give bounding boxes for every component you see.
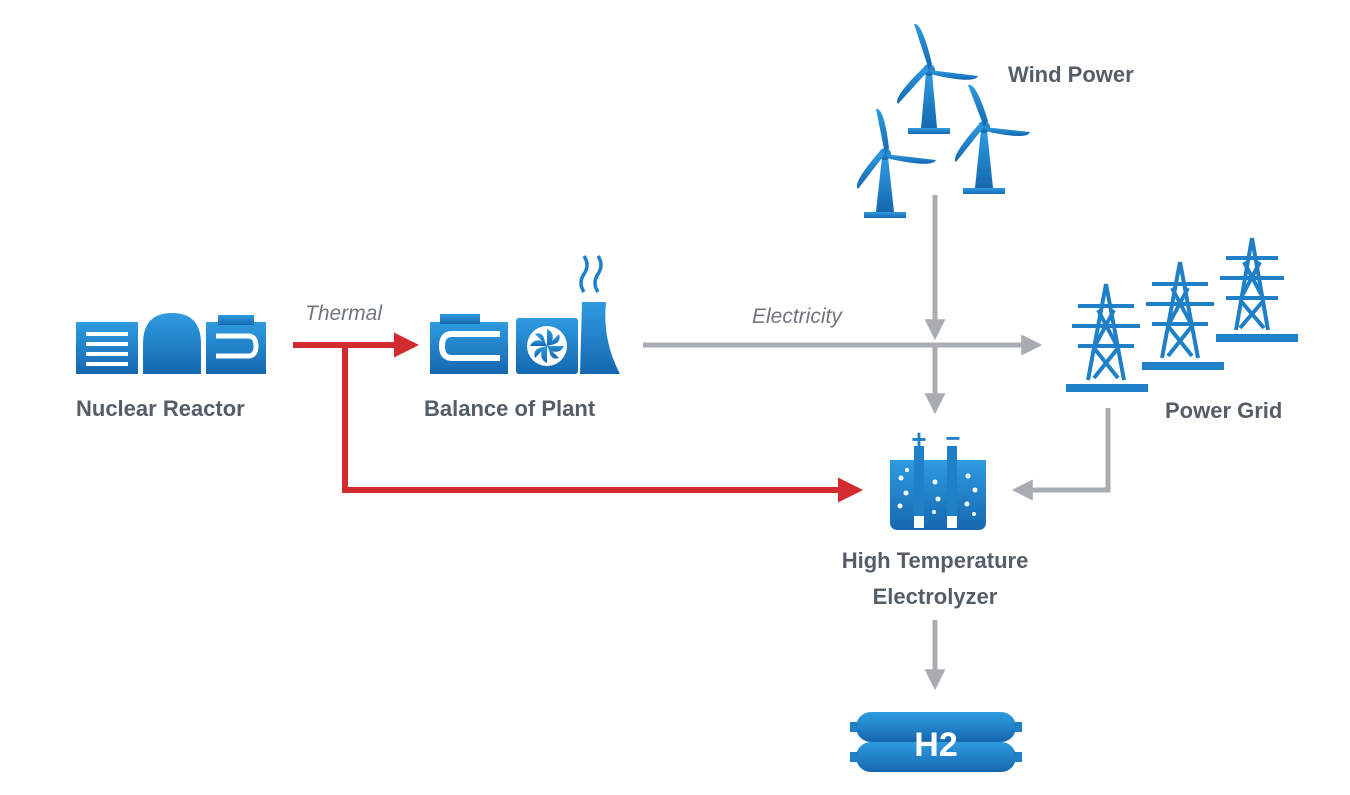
label-balance-of-plant: Balance of Plant	[424, 396, 596, 421]
balance-of-plant-icon	[430, 255, 620, 374]
label-electrolyzer-line1: High Temperature	[841, 548, 1029, 573]
pylon-right	[1216, 237, 1298, 342]
label-hydrogen: H2	[914, 726, 958, 764]
wind-turbine-right	[954, 84, 1030, 194]
nuclear-reactor-icon	[76, 313, 266, 374]
grid-arrow-to-electrolyzer	[1011, 408, 1111, 501]
label-electrolyzer-line2: Electrolyzer	[872, 584, 998, 609]
power-grid-icon	[1066, 237, 1298, 392]
thermal-arrow-to-electrolyzer	[342, 345, 864, 503]
wind-turbines-icon	[856, 23, 1030, 218]
hydrogen-tanks-icon	[850, 712, 1022, 772]
wind-turbine-left	[856, 108, 936, 218]
label-thermal-flow: Thermal	[305, 302, 383, 325]
electrolyzer-minus-sign: −	[945, 423, 960, 453]
pylon-middle	[1142, 261, 1224, 370]
label-wind-power: Wind Power	[1008, 62, 1134, 87]
thermal-flows	[293, 332, 864, 503]
wind-turbine-back	[897, 23, 978, 134]
electrolyzer-plus-sign: +	[911, 424, 926, 454]
electric-flows	[643, 195, 1111, 691]
label-electricity-flow: Electricity	[752, 305, 842, 328]
label-nuclear-reactor: Nuclear Reactor	[76, 396, 245, 421]
label-power-grid: Power Grid	[1165, 398, 1283, 423]
electrolyzer-icon: + −	[890, 423, 986, 530]
pylon-left	[1066, 283, 1148, 392]
